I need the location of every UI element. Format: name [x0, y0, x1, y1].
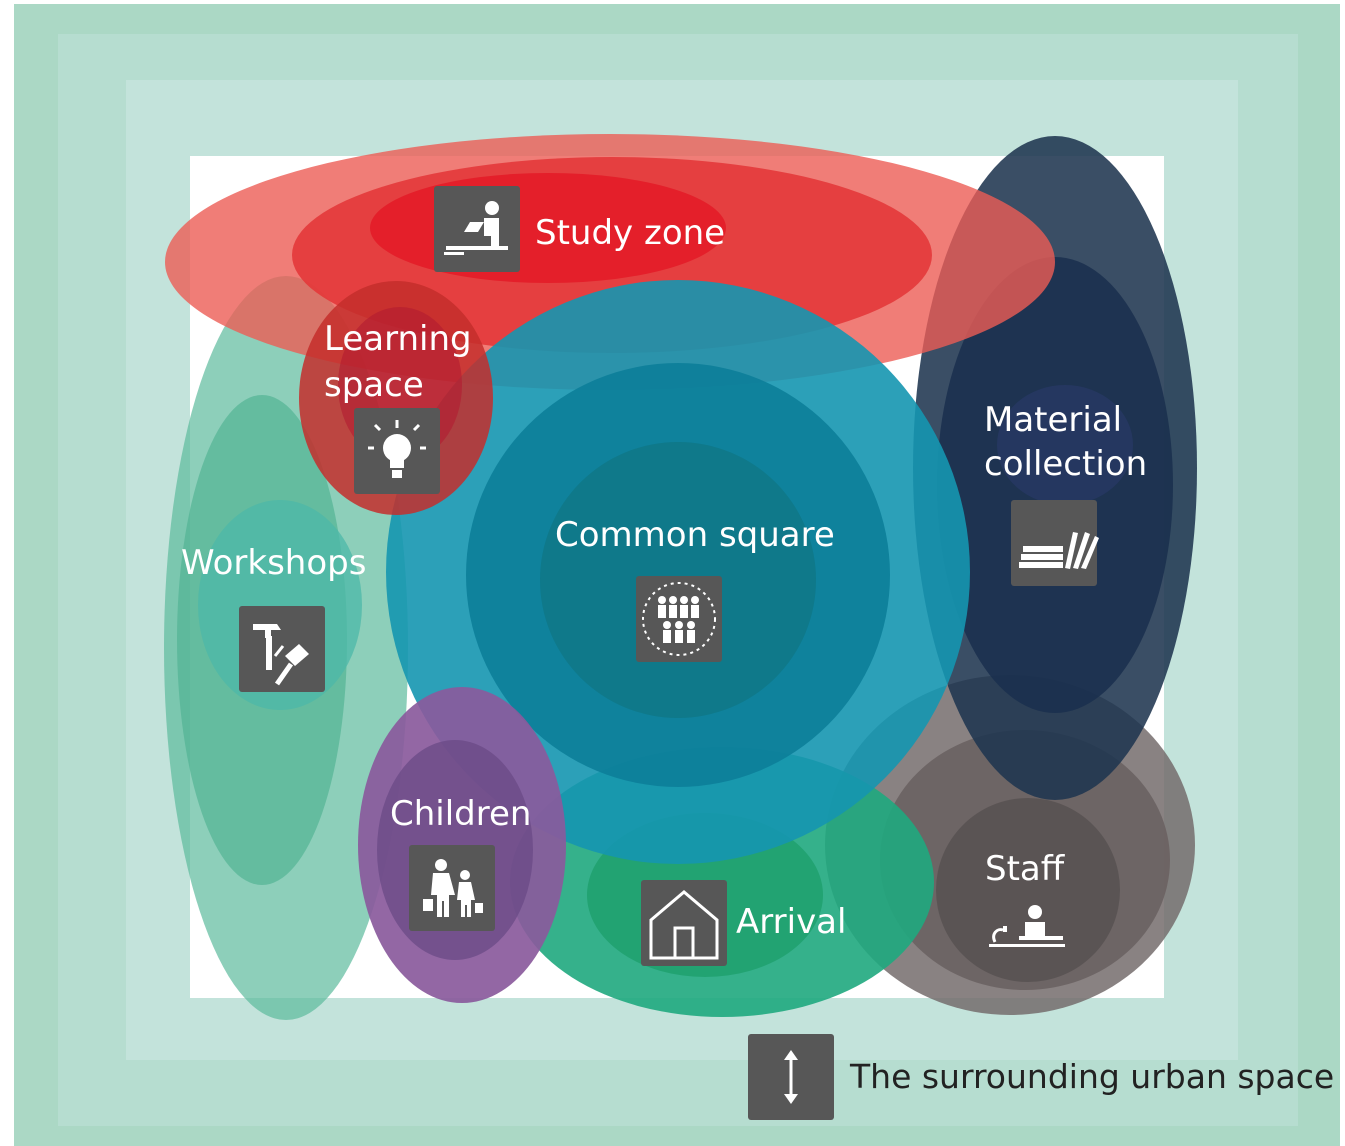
study-zone-label: Study zone — [535, 213, 725, 253]
hammer-roller-icon — [239, 606, 325, 692]
material-collection-label-line2: collection — [984, 444, 1147, 484]
staff-desk-icon — [989, 905, 1065, 947]
workshops-label: Workshops — [181, 543, 366, 583]
legend-label: The surrounding urban space — [849, 1057, 1334, 1096]
children-icon — [409, 845, 495, 931]
material-collection-label-line1: Material — [984, 400, 1122, 440]
learning-space-label-line1: Learning — [324, 319, 472, 359]
common-square-label: Common square — [555, 515, 835, 555]
urban-space-legend: The surrounding urban space — [748, 1034, 1334, 1120]
vertical-arrows-icon — [748, 1034, 834, 1120]
arrival-label: Arrival — [736, 902, 846, 942]
staff-label: Staff — [985, 849, 1066, 889]
children-label: Children — [390, 794, 531, 834]
lightbulb-icon — [354, 408, 440, 494]
study-desk-icon — [434, 186, 520, 272]
people-group-icon — [636, 576, 722, 662]
books-icon — [1011, 500, 1099, 586]
house-icon — [641, 880, 727, 966]
learning-space-label-line2: space — [324, 365, 424, 405]
